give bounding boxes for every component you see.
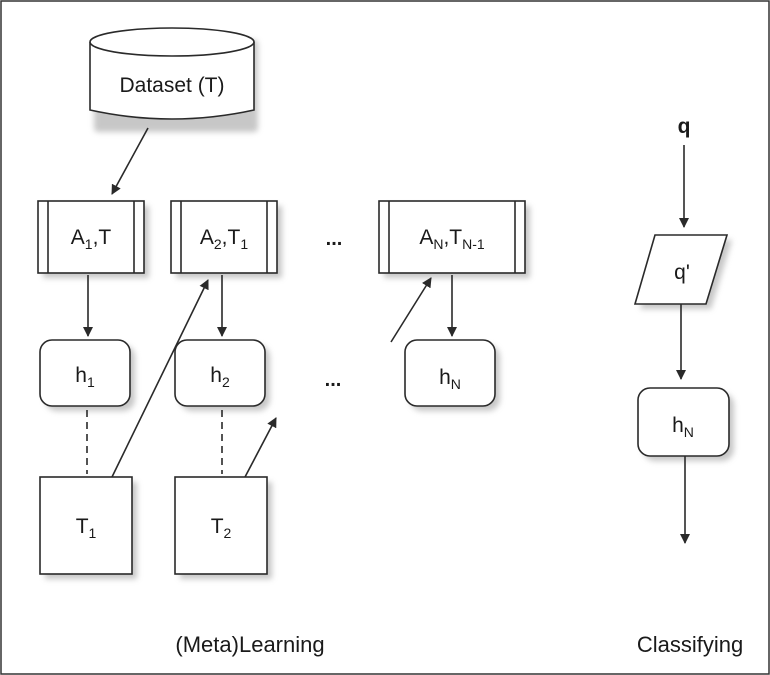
- classifier-box: hN: [637, 387, 734, 461]
- learner-box-1: A1,T: [37, 200, 149, 278]
- hypothesis-box-n: hN: [404, 339, 500, 411]
- previous-task-to-learner-n-arrow: [390, 277, 432, 343]
- learner-box-n: AN,TN-1: [378, 200, 530, 278]
- dataset-label: Dataset (T): [119, 74, 224, 97]
- task-2-label: T2: [211, 515, 232, 541]
- learning-caption: (Meta)Learning: [175, 632, 324, 657]
- dataset-cylinder: Dataset (T): [89, 27, 258, 132]
- learner-n-label: AN,TN-1: [419, 226, 485, 252]
- learner-1-label: A1,T: [71, 226, 112, 252]
- hypothesis-ellipsis: ...: [325, 369, 342, 391]
- task-box-1: T1: [39, 476, 137, 579]
- hypothesis-1-label: h1: [75, 364, 95, 390]
- query-label: q: [678, 115, 691, 138]
- task-box-2: T2: [174, 476, 272, 579]
- hypothesis-box-2: h2: [174, 339, 270, 411]
- task-1-to-learner-2-arrow: [111, 279, 209, 478]
- task-1-label: T1: [76, 515, 97, 541]
- task-2-to-next-arrow: [244, 417, 277, 478]
- learner-2-label: A2,T1: [200, 226, 248, 252]
- dataset-to-learner-1-arrow: [111, 127, 149, 195]
- classifying-caption: Classifying: [637, 632, 743, 657]
- hypothesis-box-1: h1: [39, 339, 135, 411]
- hypothesis-2-label: h2: [210, 364, 230, 390]
- query-transform-parallelogram: q': [633, 234, 732, 309]
- classifier-label: hN: [672, 414, 694, 440]
- query-transformed-label: q': [674, 261, 690, 284]
- learner-ellipsis: ...: [326, 228, 343, 250]
- hypothesis-n-label: hN: [439, 366, 461, 392]
- learner-box-2: A2,T1: [170, 200, 282, 278]
